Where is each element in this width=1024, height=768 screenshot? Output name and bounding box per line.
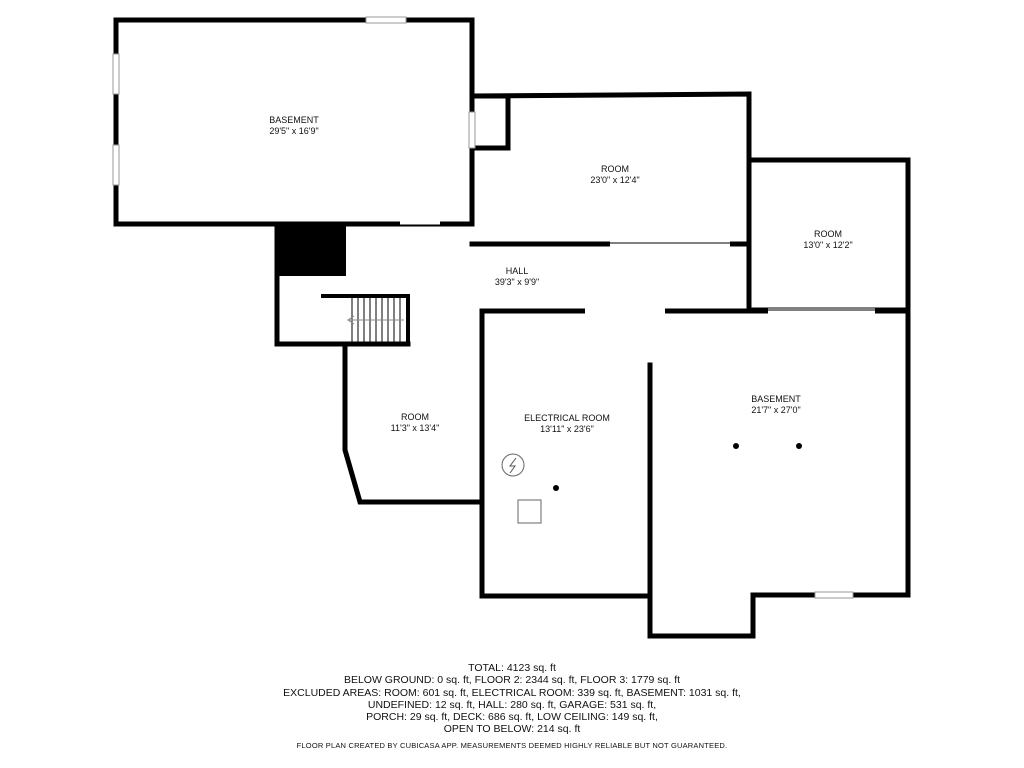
thin-lines (400, 219, 875, 314)
room-dims-basement-bottom: 21'7" x 27'0" (751, 405, 800, 415)
room-dims-room-right: 13'0" x 12'2" (803, 240, 852, 250)
summary-excluded-1: EXCLUDED AREAS: ROOM: 601 sq. ft, ELECTR… (283, 686, 741, 699)
window-closet (468, 111, 476, 149)
summary-excluded-3: PORCH: 29 sq. ft, DECK: 686 sq. ft, LOW … (366, 711, 658, 724)
walls (113, 17, 911, 639)
stair-arrow-head (347, 315, 355, 325)
window-left-1 (112, 53, 120, 95)
stairs (321, 294, 410, 344)
room-dims-electrical-room: 13'11" x 23'6" (540, 424, 594, 434)
wall-electrical-room (479, 308, 653, 599)
summary-excluded-4: OPEN TO BELOW: 214 sq. ft (443, 723, 581, 736)
column-dot (796, 443, 802, 449)
room-dims-room-lower-left: 11'3" x 13'4" (391, 423, 440, 433)
room-name-basement-bottom: BASEMENT (751, 394, 801, 404)
wall-basement-bottom (647, 308, 911, 639)
room-name-electrical-room: ELECTRICAL ROOM (524, 413, 610, 423)
room-dims-hall: 39'3" x 9'9" (495, 277, 539, 287)
credit-text: FLOOR PLAN CREATED BY CUBICASA APP. MEAS… (296, 741, 728, 750)
column-dot (553, 485, 559, 491)
utility-box-icon (517, 499, 542, 524)
summary-floors: BELOW GROUND: 0 sq. ft, FLOOR 2: 2344 sq… (343, 674, 681, 687)
chimney-block (277, 226, 346, 276)
room-name-hall: HALL (506, 266, 529, 276)
room-name-room-lower-left: ROOM (401, 412, 429, 422)
room-dims-basement-top: 29'5" x 16'9" (269, 126, 318, 136)
room-dims-room-upper: 23'0" x 12'4" (590, 175, 639, 185)
summary-total: TOTAL: 4123 sq. ft (468, 662, 556, 674)
window-left-2 (112, 144, 120, 186)
window-bottom (814, 591, 854, 599)
room-name-room-upper: ROOM (601, 164, 629, 174)
column-dot (733, 443, 739, 449)
wall-closet (469, 93, 511, 151)
windows (112, 16, 854, 599)
electrical-panel-icon (501, 453, 525, 477)
summary-excluded-2: UNDEFINED: 12 sq. ft, HALL: 280 sq. ft, … (367, 698, 657, 711)
wall-room-lower-left (342, 341, 483, 505)
lightning-icon (509, 457, 517, 474)
room-labels: BASEMENT 29'5" x 16'9" ROOM 23'0" x 12'4… (269, 115, 852, 434)
window-top (365, 16, 407, 24)
room-name-room-right: ROOM (814, 229, 842, 239)
fixtures (501, 443, 802, 524)
room-name-basement-top: BASEMENT (269, 115, 319, 125)
stairs-outline (321, 294, 410, 344)
area-summary: TOTAL: 4123 sq. ft BELOW GROUND: 0 sq. f… (0, 662, 1024, 736)
